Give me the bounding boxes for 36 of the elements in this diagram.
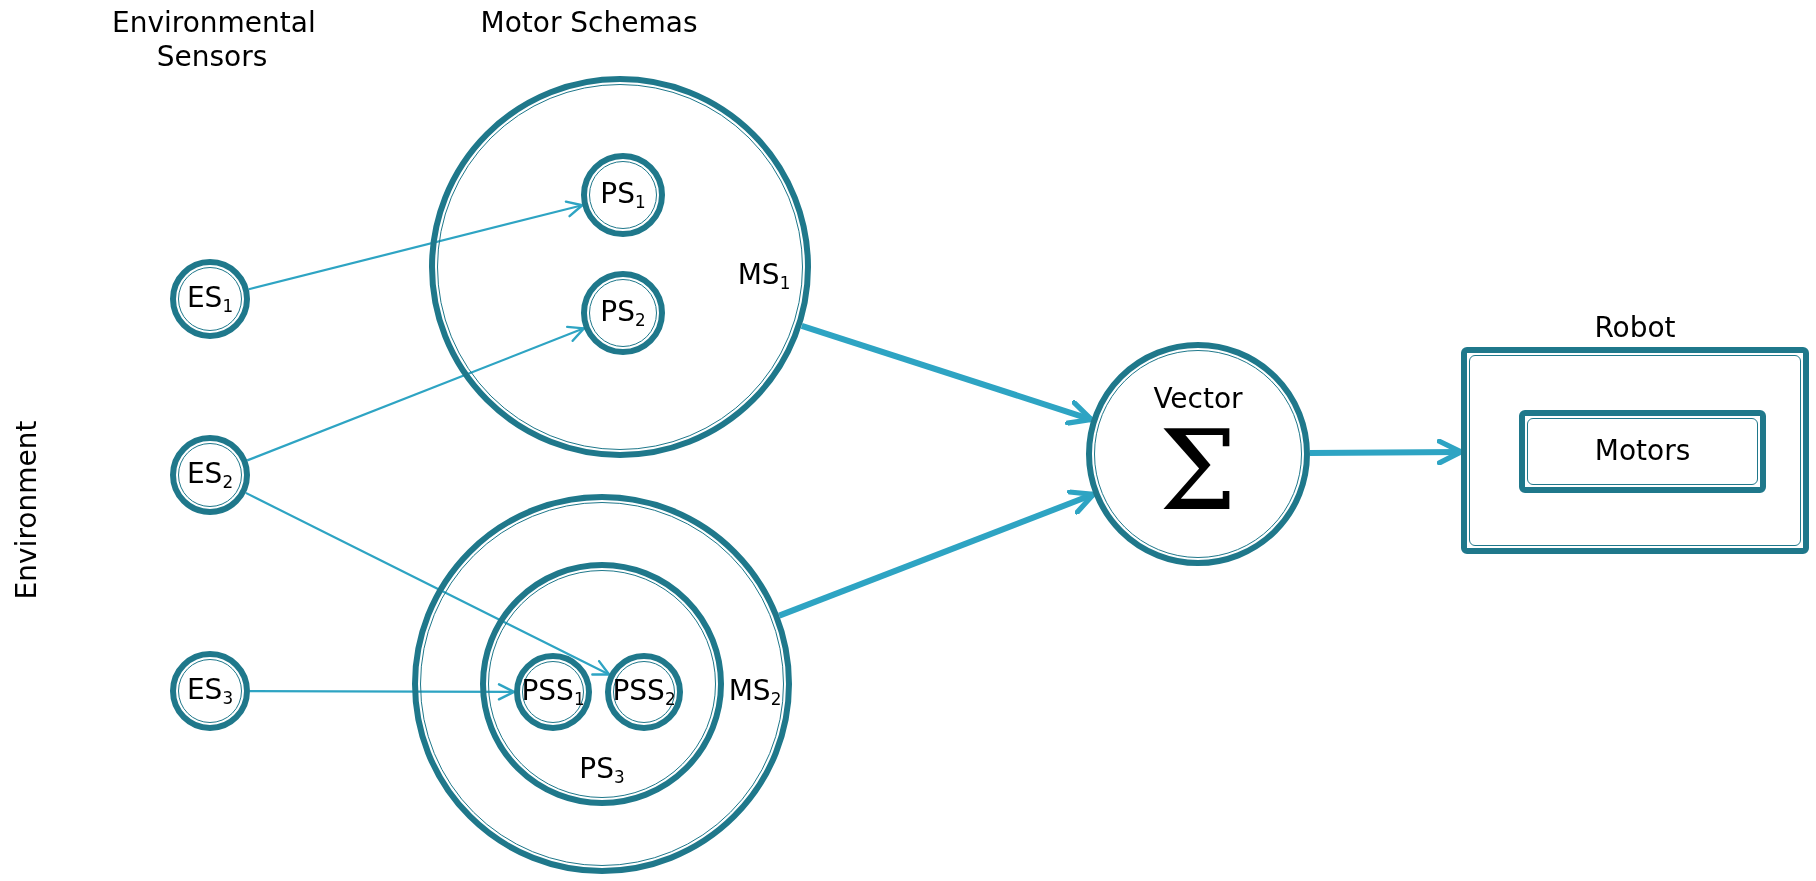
- circle-node: [170, 259, 250, 339]
- circle-node: [605, 653, 683, 731]
- arrow: [246, 325, 586, 462]
- node-label: ES$_{1}$: [186, 283, 234, 315]
- sum-symbol: Σ: [1159, 415, 1237, 526]
- circle-node: [1086, 342, 1310, 566]
- circle-node: [412, 494, 792, 874]
- arrow: [245, 491, 611, 676]
- circle-node: [581, 153, 665, 237]
- node-label: Motors: [1594, 437, 1691, 465]
- circle-node: [480, 562, 724, 806]
- node-label: PS$_{1}$: [600, 179, 646, 211]
- node-label: Vector: [1153, 384, 1243, 413]
- circle-node: [170, 651, 250, 731]
- circle-node: [514, 653, 592, 731]
- side-label: Environment: [9, 420, 43, 600]
- node-label: MS$_{1}$: [737, 260, 791, 292]
- column-heading: Environmental Sensors: [112, 6, 312, 74]
- node-label: ES$_{2}$: [186, 459, 234, 491]
- circle-node: [581, 271, 665, 355]
- node-label: PS$_{3}$: [579, 754, 625, 786]
- node-label: PSS$_{1}$: [521, 676, 585, 708]
- node-heading: Robot: [1594, 310, 1676, 345]
- arrow: [248, 200, 584, 291]
- node-label: MS$_{2}$: [728, 676, 782, 708]
- node-label: ES$_{3}$: [186, 675, 234, 707]
- column-heading: Motor Schemas: [480, 6, 698, 40]
- rectangle-node: [1519, 409, 1766, 493]
- node-label: PS$_{2}$: [600, 297, 646, 329]
- circle-node: [170, 435, 250, 515]
- arrow: [250, 683, 516, 701]
- arrow: [1309, 438, 1464, 466]
- node-label: PSS$_{2}$: [612, 676, 676, 708]
- arrow: [778, 489, 1097, 619]
- circle-node: [429, 76, 811, 458]
- arrow: [800, 322, 1095, 426]
